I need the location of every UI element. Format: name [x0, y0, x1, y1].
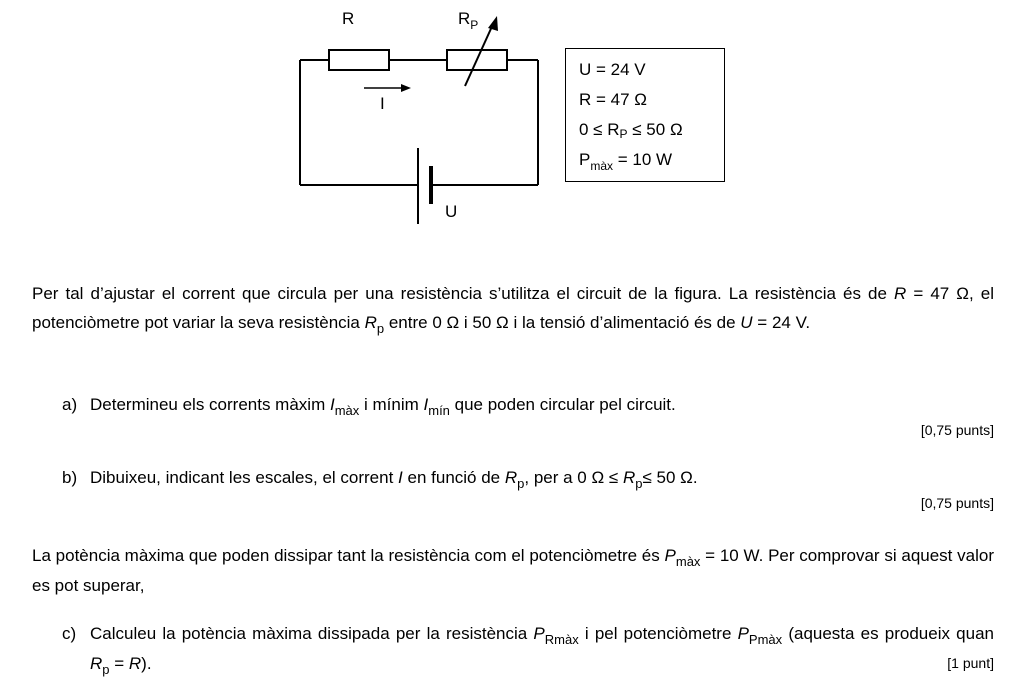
question-a: a) Determineu els corrents màxim Imàx i …: [32, 390, 994, 440]
question-b: b) Dibuixeu, indicant les escales, el co…: [32, 463, 994, 513]
intro-paragraph: Per tal d’ajustar el corrent que circula…: [32, 284, 994, 336]
circuit-diagram: [299, 16, 539, 224]
data-rp-range: 0 ≤ RP ≤ 50 Ω: [579, 120, 683, 141]
label-rp: RP: [458, 9, 479, 32]
question-b-points: [0,75 punts]: [920, 495, 994, 511]
data-pmax: Pmàx = 10 W: [579, 150, 673, 173]
question-b-letter: b): [62, 468, 78, 487]
potentiometer-arrow-head: [488, 16, 498, 31]
data-box: U = 24 V R = 47 Ω 0 ≤ RP ≤ 50 Ω Pmàx = 1…: [565, 48, 725, 182]
label-r: R: [342, 9, 355, 28]
data-resistance: R = 47 Ω: [579, 90, 647, 109]
question-a-letter: a): [62, 395, 78, 414]
circuit-figure: R RP I U U = 24 V R = 47 Ω 0 ≤ RP ≤ 50 Ω…: [0, 0, 1025, 240]
question-a-points: [0,75 punts]: [920, 422, 994, 438]
question-c: c) Calculeu la potència màxima dissipada…: [32, 619, 994, 679]
current-arrow-head: [401, 84, 411, 92]
label-current-i: I: [380, 94, 385, 113]
potentiometer-arrow: [464, 21, 495, 87]
question-c-letter: c): [62, 624, 77, 643]
resistor-r: [328, 49, 390, 71]
question-c-points: [1 punt]: [947, 655, 994, 671]
data-voltage: U = 24 V: [579, 60, 646, 79]
label-voltage-u: U: [445, 202, 458, 221]
power-paragraph: La potència màxima que poden dissipar ta…: [32, 546, 994, 595]
